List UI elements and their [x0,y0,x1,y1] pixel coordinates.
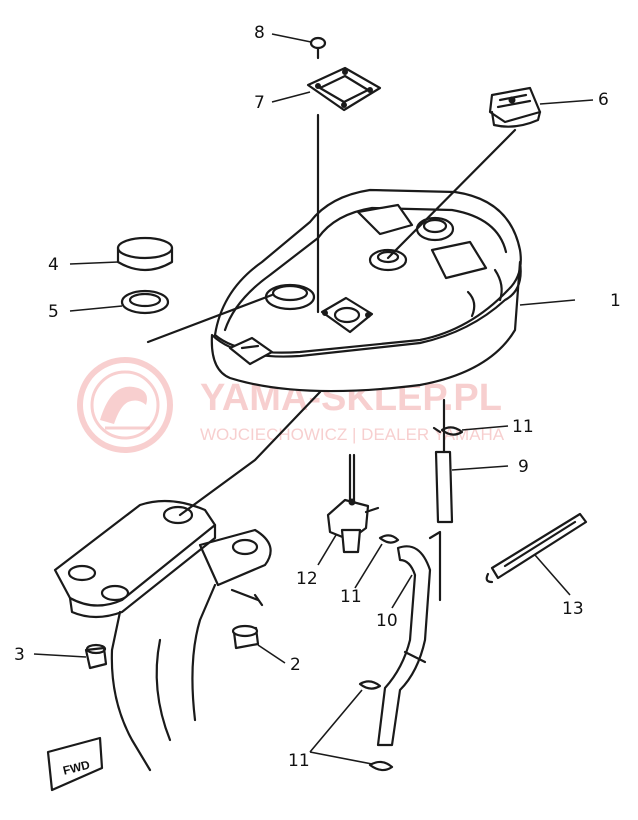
fuel-hose-short [434,450,454,524]
callout-9: 9 [518,457,529,477]
callout-1: 1 [610,291,621,311]
callout-10: 10 [376,611,398,631]
fuel-tank [210,188,522,393]
hose-clip-cock [378,534,400,544]
watermark-logo [77,357,173,453]
hose-clip-bottom [368,760,394,772]
callout-6: 6 [598,90,609,110]
gasket-ring [120,289,170,315]
fwd-marker: FWD [46,736,104,792]
filler-plug [116,236,174,272]
tank-strap [485,512,588,584]
fuel-cock [326,453,380,554]
fuel-hose-long [376,530,442,747]
fwd-label: FWD [61,758,91,778]
hose-clip-top [432,426,464,436]
screw [309,36,327,60]
fuel-cap [488,86,542,128]
breather-flange [306,66,382,112]
callout-11-cock: 11 [340,587,362,607]
callout-11-bottom: 11 [288,751,310,771]
callout-11-top: 11 [512,417,534,437]
callout-5: 5 [48,302,59,322]
callout-8: 8 [254,23,265,43]
mounting-bracket [53,499,272,772]
grommet-bolt [84,643,108,670]
callout-12: 12 [296,569,318,589]
damper [231,624,260,650]
callout-7: 7 [254,93,265,113]
callout-13: 13 [562,599,584,619]
callout-3: 3 [14,645,25,665]
alignment-lines [146,113,517,517]
callout-2: 2 [290,655,301,675]
hose-clip-mid [358,680,382,690]
callout-4: 4 [48,255,59,275]
callouts: 1 2 3 4 5 6 7 8 9 10 11 11 11 12 13 [14,23,621,771]
